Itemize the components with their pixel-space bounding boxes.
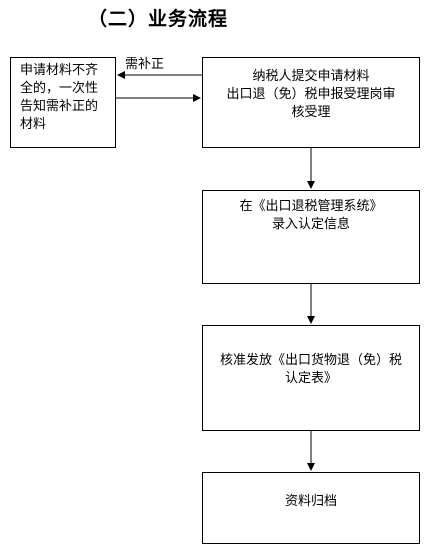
step-submit-application: 纳税人提交申请材料 出口退（免）税申报受理岗审 核受理 — [202, 57, 420, 148]
step-text-line: 录入认定信息 — [271, 217, 350, 232]
section-title: （二）业务流程 — [88, 8, 229, 30]
step-text-line: 在《出口退税管理系统》 — [239, 199, 383, 214]
step-text-line: 核受理 — [291, 105, 331, 120]
incomplete-materials-line: 告知需补正的 — [20, 99, 99, 114]
step-text-line: 纳税人提交申请材料 — [252, 69, 370, 84]
supplement-required-label: 需补正 — [125, 57, 165, 72]
step-text-line: 出口退（免）税申报受理岗审 — [226, 87, 396, 102]
step-archive: 资料归档 — [202, 472, 420, 544]
incomplete-materials-line: 全的，一次性 — [20, 81, 99, 96]
step-text-line: 核准发放《出口货物退（免）税 — [219, 353, 402, 368]
incomplete-materials-line: 申请材料不齐 — [20, 63, 99, 78]
step-approve-issue: 核准发放《出口货物退（免）税 认定表》 — [202, 325, 420, 431]
incomplete-materials-line: 材料 — [20, 117, 47, 132]
step-record-info: 在《出口退税管理系统》 录入认定信息 — [202, 190, 420, 284]
step-text-line: 资料归档 — [284, 494, 337, 509]
incomplete-materials-box: 申请材料不齐 全的，一次性 告知需补正的 材料 — [10, 57, 116, 148]
step-text-line: 认定表》 — [284, 371, 337, 386]
